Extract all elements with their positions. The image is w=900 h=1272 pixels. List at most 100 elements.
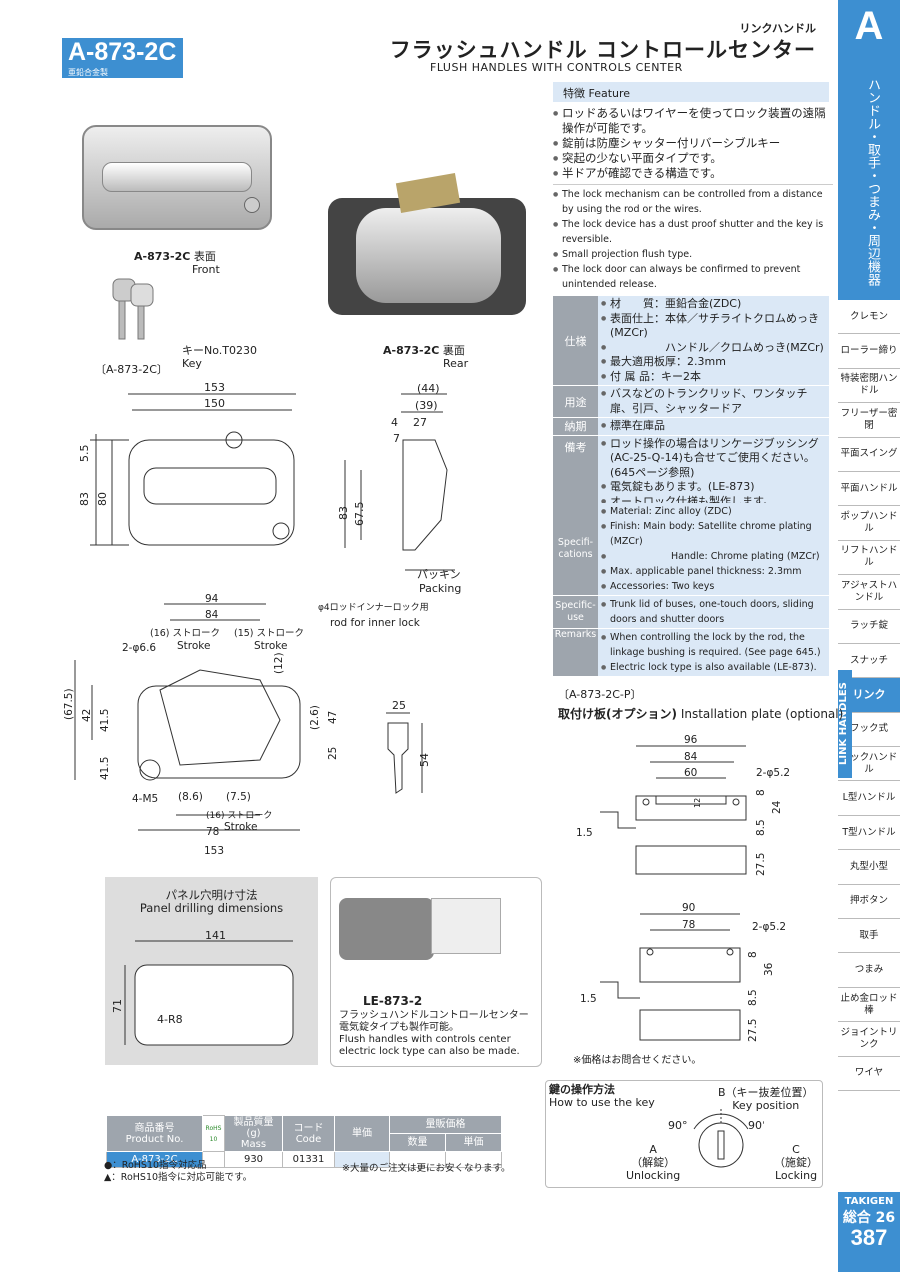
key-dim-54: 54 <box>418 753 431 767</box>
sidebar-item[interactable]: スナッチ <box>838 644 900 679</box>
sidebar-item[interactable]: 特装密閉ハンドル <box>838 369 900 404</box>
spec-line: 最大適用板厚：2.3mm <box>601 355 826 370</box>
spec-line: 標準在庫品 <box>601 419 826 434</box>
sidebar-item[interactable]: 丸型小型 <box>838 850 900 885</box>
spec-table-en: Specifi-cations Material: Zinc alloy (ZD… <box>553 503 829 677</box>
th-code-en: Code <box>295 1133 322 1145</box>
spec-key: Specific-use <box>553 595 598 629</box>
features-heading: 特徴 Feature <box>553 82 829 102</box>
spec-line: 表面仕上：本体／サチライトクロムめっき(MZCr) <box>601 312 826 341</box>
cell-mass: 930 <box>224 1151 283 1168</box>
note-rohs-1: ●：RoHS10指令対応品 <box>104 1160 207 1171</box>
key-op-c-en: Locking <box>774 1169 818 1182</box>
sidebar-item[interactable]: ロックハンドル <box>838 747 900 782</box>
front-label-code: A-873-2C <box>134 250 191 263</box>
dim-47: 47 <box>327 711 339 724</box>
key-dim-25: 25 <box>392 699 406 712</box>
dim-83: 83 <box>78 492 91 506</box>
plate-dim-90: 90 <box>682 902 695 914</box>
sidebar-item[interactable]: L型ハンドル <box>838 781 900 816</box>
dim-2-6: (2.6) <box>309 705 321 730</box>
section-title: ハンドル・取手・つまみ・周辺機器 <box>865 78 880 286</box>
spec-line: When controlling the lock by the rod, th… <box>601 630 826 660</box>
sidebar-item[interactable]: クレモン <box>838 300 900 335</box>
sidebar-item[interactable]: T型ハンドル <box>838 816 900 851</box>
table-notes: ●：RoHS10指令対応品 ▲：RoHS10指令に対応可能です。 <box>104 1160 252 1184</box>
dim-94: 94 <box>205 593 219 605</box>
dim-150: 150 <box>204 397 225 410</box>
le-jp-2: 電気錠タイプも製作可能。 <box>339 1022 459 1033</box>
sidebar-item[interactable]: 取手 <box>838 919 900 954</box>
rear-label-jp: 裏面 <box>442 344 465 357</box>
plate-dim-27-5-b: 27.5 <box>747 1019 759 1042</box>
sidebar-item[interactable]: フック式 <box>838 713 900 748</box>
sidebar-item[interactable]: 止め金ロッド棒 <box>838 988 900 1023</box>
spec-line: Accessories: Two keys <box>601 579 826 594</box>
feature-item: ロッドあるいはワイヤーを使ってロック装置の遠隔操作が可能です。 <box>553 106 833 136</box>
sidebar-item[interactable]: ポップハンドル <box>838 506 900 541</box>
sidebar-item[interactable]: 押ボタン <box>838 885 900 920</box>
front-photo <box>82 125 272 230</box>
plate-bracket: 〔A-873-2C-P〕 <box>558 688 642 701</box>
th-rohs: RoHS 10 <box>202 1115 225 1152</box>
side-drawing: (44) (39) 4 27 7 83 67.5 パッキン Packing <box>337 382 461 595</box>
plate-dim-12: 12 <box>693 798 702 808</box>
key-op-title-en: How to use the key <box>549 1096 655 1109</box>
rear-label-en: Rear <box>443 357 469 370</box>
dim-84: 84 <box>205 609 219 621</box>
stroke-16-b: (16) ストローク <box>206 810 272 821</box>
dim-27: 27 <box>413 416 427 429</box>
note-rohs-2: ▲：RoHS10指令に対応可能です。 <box>104 1172 253 1183</box>
th-code-jp: コード <box>293 1122 324 1134</box>
plate-dim-96: 96 <box>684 734 698 746</box>
le-photo <box>339 898 434 960</box>
sidebar-item[interactable]: ローラー締り <box>838 334 900 369</box>
dim-12: (12) <box>273 652 285 674</box>
dim-41-5-b: 41.5 <box>99 757 111 780</box>
sidebar-item[interactable]: つまみ <box>838 953 900 988</box>
page-title: フラッシュハンドル コントロールセンター <box>389 38 816 62</box>
panel-title-en: Panel drilling dimensions <box>139 901 284 915</box>
rear-drawing: 94 84 φ4ロッドインナーロック用 rod for inner lock (… <box>63 593 429 857</box>
features-en: The lock mechanism can be controlled fro… <box>553 184 833 292</box>
model-code: A-873-2C <box>68 38 177 66</box>
sidebar-item[interactable]: アジャストハンドル <box>838 575 900 610</box>
key-op-a-label: A <box>649 1143 657 1156</box>
dim-67-5-rear: (67.5) <box>63 688 75 720</box>
spec-table-jp: 仕様 材 質：亜鉛合金(ZDC) 表面仕上：本体／サチライトクロムめっき(MZC… <box>553 296 829 511</box>
dim-44: (44) <box>417 382 440 395</box>
le-en-1: Flush handles with controls center <box>339 1034 511 1045</box>
dim-153-rear: 153 <box>204 845 224 857</box>
sidebar-item[interactable]: フリーザー密閉 <box>838 403 900 438</box>
front-label-en: Front <box>192 263 220 276</box>
key-operation-box: 鍵の操作方法 How to use the key B（キー抜差位置） Key … <box>545 1080 823 1188</box>
th-unit-price: 単価 <box>334 1115 390 1152</box>
note-bulk: ※大量のご注文は更にお安くなります。 <box>342 1163 511 1174</box>
plate-drawing-bottom: 90 78 2-φ5.2 8 36 1.5 8.5 27.5 <box>580 902 786 1042</box>
plate-dim-24: 24 <box>771 800 783 814</box>
spec-line: ロッド操作の場合はリンケージブッシング(AC-25-Q-14)も合せてご使用くだ… <box>601 437 826 481</box>
sidebar-item[interactable]: リフトハンドル <box>838 541 900 576</box>
key-label: キーNo.T0230 Key <box>182 344 257 370</box>
panel-drilling-drawing: 141 71 4-R8 <box>111 929 294 1046</box>
sidebar-item[interactable]: 平面ハンドル <box>838 472 900 507</box>
spec-line: 電気錠もあります。(LE-873) <box>601 480 826 495</box>
rod-jp: φ4ロッドインナーロック用 <box>318 602 429 613</box>
sidebar-item[interactable]: ワイヤ <box>838 1057 900 1091</box>
price-note: ※価格はお問合せください。 <box>573 1055 702 1066</box>
sidebar-item[interactable]: ジョイントリンク <box>838 1022 900 1057</box>
th-volume-unit: 単価 <box>445 1133 502 1152</box>
cell-unit-price <box>334 1151 390 1168</box>
key-op-title: 鍵の操作方法 How to use the key <box>549 1083 655 1109</box>
feature-item: 突起の少ない平面タイプです。 <box>553 151 833 166</box>
key-op-a: A （解錠） Unlocking <box>626 1143 680 1182</box>
key-op-a-en: Unlocking <box>626 1169 681 1182</box>
sidebar-item[interactable]: ラッチ錠 <box>838 610 900 644</box>
material-label: 亜鉛合金製 <box>68 68 108 77</box>
le-code: LE-873-2 <box>363 994 423 1008</box>
spec-line: Handle: Chrome plating (MZCr) <box>601 549 826 564</box>
plate-dim-84: 84 <box>684 751 698 763</box>
sidebar-item[interactable]: 平面スイング <box>838 438 900 472</box>
model-badge: A-873-2C 亜鉛合金製 <box>62 38 183 78</box>
